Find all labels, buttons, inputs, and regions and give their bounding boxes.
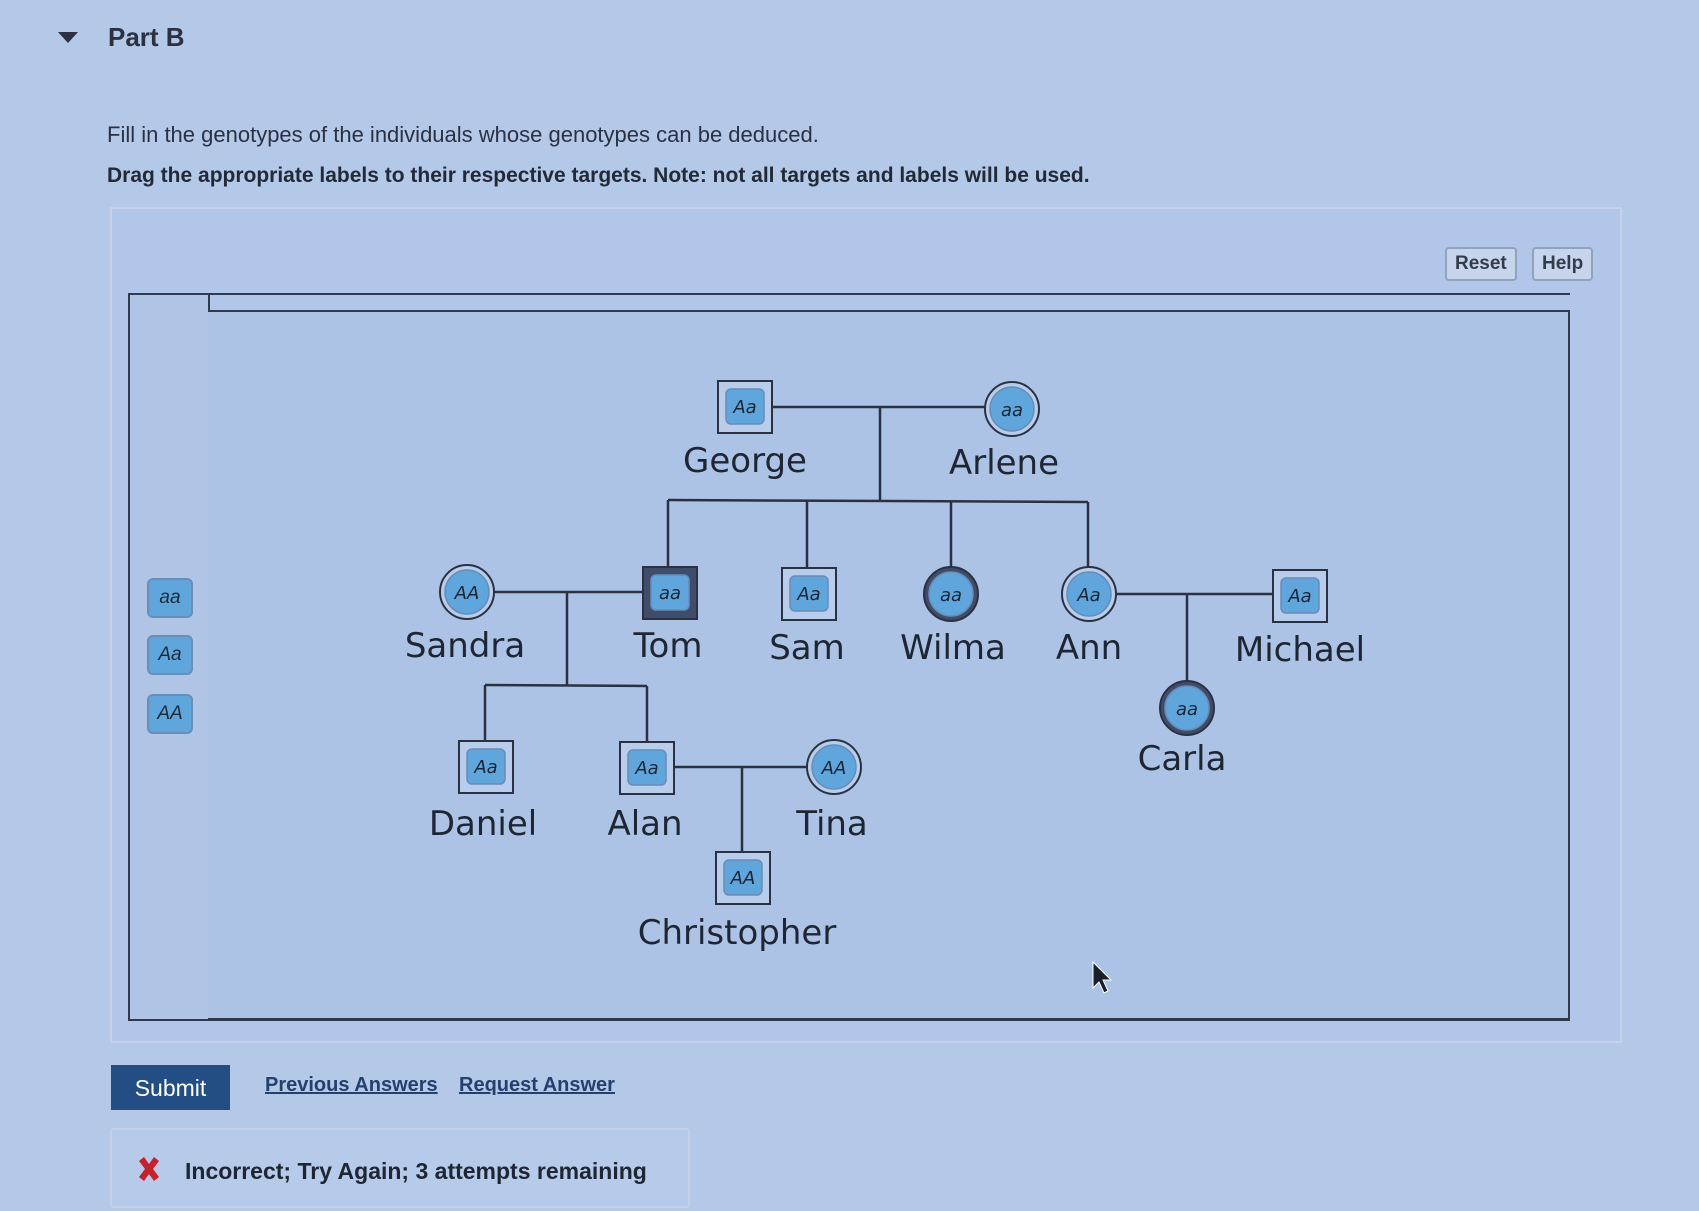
genotype-label: AA	[730, 868, 756, 889]
genotype-label: Aa	[1287, 586, 1311, 607]
individual-daniel[interactable]: Aa	[458, 740, 514, 794]
canvas-top-border	[128, 293, 1570, 295]
genotype-label: Aa	[634, 758, 658, 779]
individual-michael[interactable]: Aa	[1272, 569, 1328, 623]
submit-button[interactable]: Submit	[111, 1065, 230, 1110]
feedback-box	[110, 1128, 690, 1208]
name-michael: Michael	[1235, 630, 1365, 670]
draggable-label-AA[interactable]: AA	[147, 694, 193, 734]
genotype-label: aa	[1001, 400, 1023, 421]
sibship-line-sandra-tom	[484, 683, 648, 688]
name-george: George	[683, 441, 807, 481]
instruction-text: Fill in the genotypes of the individuals…	[107, 122, 819, 147]
individual-george[interactable]: Aa	[717, 380, 773, 434]
name-sam: Sam	[769, 628, 845, 668]
genotype-label: Aa	[796, 584, 820, 605]
draggable-label-Aa[interactable]: Aa	[147, 635, 193, 675]
genotype-label: aa	[1176, 699, 1198, 720]
name-alan: Alan	[607, 804, 682, 844]
incorrect-x-icon	[139, 1157, 159, 1181]
name-tom: Tom	[633, 626, 703, 666]
genotype-label: aa	[659, 583, 681, 604]
genotype-label: aa	[940, 585, 962, 606]
name-christopher: Christopher	[638, 913, 837, 953]
individual-carla[interactable]: aa	[1159, 680, 1215, 736]
collapse-caret-icon[interactable]	[58, 32, 78, 43]
part-header[interactable]: Part B	[58, 22, 185, 53]
name-ann: Ann	[1056, 628, 1122, 668]
genotype-label: Aa	[1076, 585, 1100, 606]
individual-ann[interactable]: Aa	[1061, 566, 1117, 622]
reset-button[interactable]: Reset	[1445, 247, 1517, 281]
name-sandra: Sandra	[405, 626, 525, 666]
help-button[interactable]: Help	[1532, 247, 1594, 281]
genotype-label: AA	[821, 758, 847, 779]
previous-answers-link[interactable]: Previous Answers	[265, 1074, 438, 1096]
name-arlene: Arlene	[949, 443, 1059, 483]
pedigree-lines	[483, 405, 1274, 852]
individual-tina[interactable]: AA	[806, 739, 862, 795]
draggable-label-aa[interactable]: aa	[147, 578, 193, 618]
genotype-label: Aa	[473, 757, 497, 778]
name-wilma: Wilma	[900, 628, 1006, 668]
sibship-line-george-arlene	[667, 498, 1089, 504]
individual-wilma[interactable]: aa	[923, 566, 979, 622]
individual-alan[interactable]: Aa	[619, 741, 675, 795]
mouse-cursor-icon	[1092, 960, 1113, 994]
genotype-label: Aa	[732, 397, 756, 418]
request-answer-link[interactable]: Request Answer	[459, 1074, 615, 1096]
individual-sandra[interactable]: AA	[439, 564, 495, 620]
individual-arlene[interactable]: aa	[984, 381, 1040, 437]
individual-sam[interactable]: Aa	[781, 567, 837, 621]
pedigree-canvas	[208, 310, 1570, 1021]
genotype-label: AA	[454, 583, 480, 604]
individual-tom[interactable]: aa	[642, 566, 698, 620]
feedback-text: Incorrect; Try Again; 3 attempts remaini…	[185, 1158, 647, 1184]
part-title: Part B	[108, 22, 185, 52]
name-daniel: Daniel	[429, 804, 537, 844]
individual-christopher[interactable]: AA	[715, 851, 771, 905]
name-tina: Tina	[795, 804, 868, 844]
drag-instruction-text: Drag the appropriate labels to their res…	[107, 164, 1090, 187]
name-carla: Carla	[1138, 739, 1227, 779]
